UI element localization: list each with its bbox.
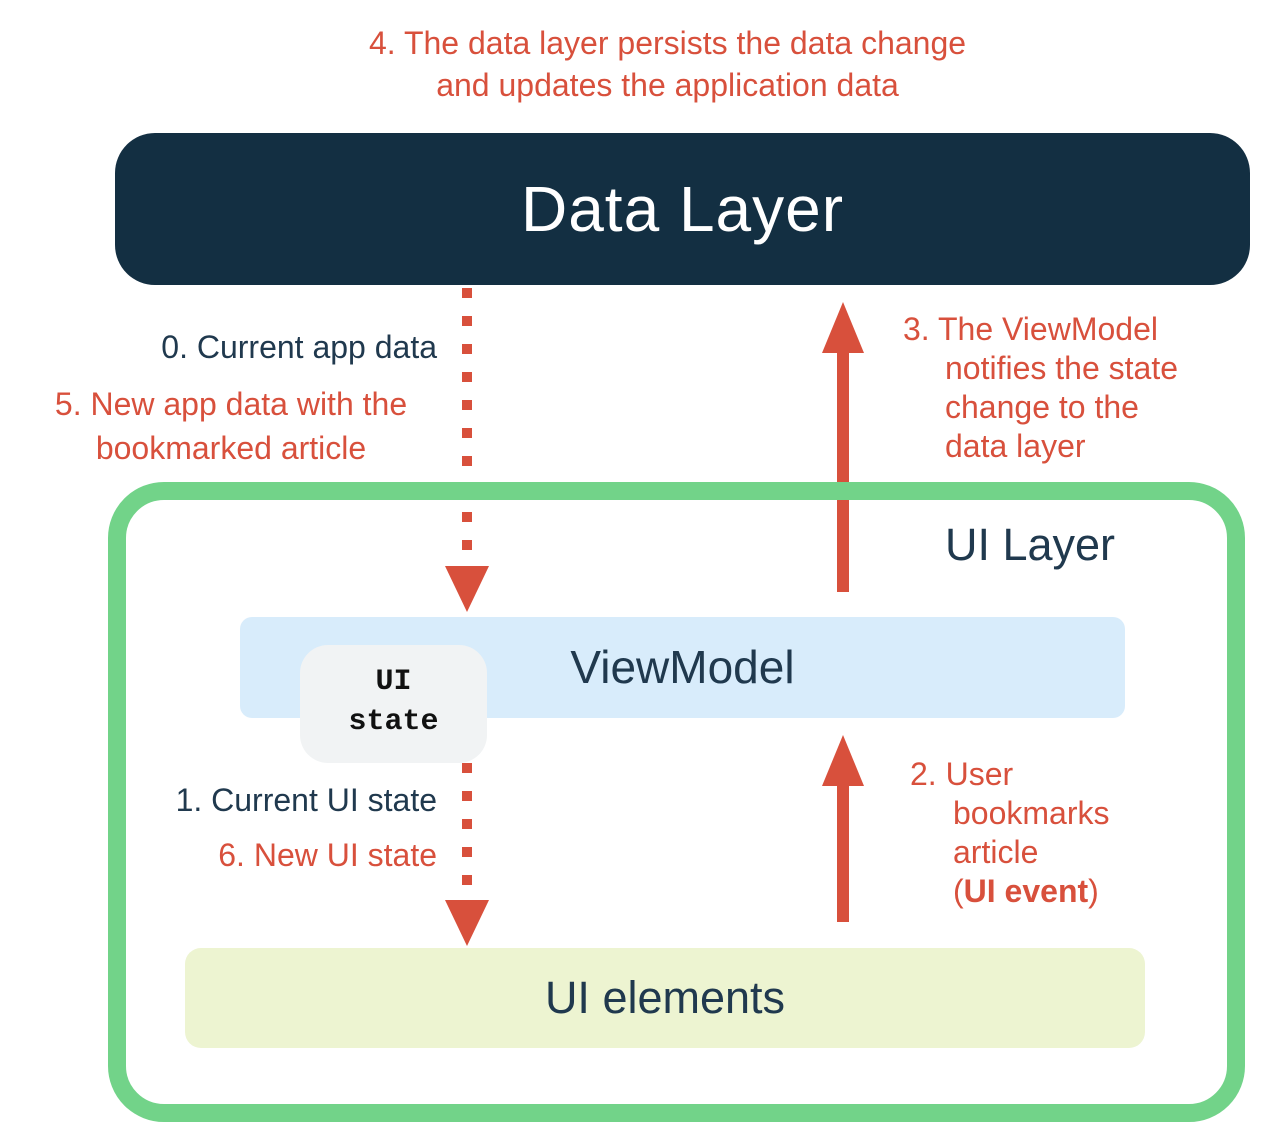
annotation-step2-paren-open: ( [953,873,964,909]
ui-state-chip: UI state [300,645,487,763]
annotation-step1: 1. Current UI state [175,782,437,818]
ui-elements-box: UI elements [185,948,1145,1048]
annotation-step6: 6. New UI state [218,837,437,873]
viewmodel-label: ViewModel [570,641,795,693]
annotation-step5-line2: bookmarked article [95,430,367,466]
annotation-step1-6: 1. Current UI state 6. New UI state [0,773,437,883]
arrow-up-shaft [837,350,849,592]
ui-layer-label: UI Layer [944,519,1116,570]
annotation-step2-paren-close: ) [1088,873,1099,909]
dotted-arrow-state-to-elements [462,763,472,901]
dotted-arrow-data-to-viewmodel [462,288,472,560]
ui-elements-label: UI elements [544,972,786,1023]
arrow-up-shaft [837,782,849,922]
annotation-step5-line1: 5. New app data with the [54,386,408,422]
arrow-down-head-icon [445,566,489,612]
arrow-up-head-icon [822,735,864,786]
ui-state-chip-line1: UI [375,665,412,699]
arrow-up-head-icon [822,302,864,353]
data-layer-box: Data Layer [115,133,1250,285]
annotation-step4-line2: and updates the application data [436,67,899,103]
annotation-step2-line3: article [953,834,1039,870]
annotation-step2-ui-event: UI event [963,873,1089,909]
annotation-step3-line2: notifies the state [945,350,1179,386]
annotation-step2-line2: bookmarks [953,795,1110,831]
annotation-step4-line1: 4. The data layer persists the data chan… [368,25,967,61]
annotation-step2-line4: (UI event) [953,872,1110,911]
annotation-step3: 3. The ViewModel notifies the state chan… [903,310,1178,466]
annotation-step2-line1: 2. User [910,756,1014,792]
annotation-step2: 2. User bookmarks article (UI event) [910,755,1110,911]
annotation-step3-line3: change to the [945,389,1139,425]
annotation-step5: 5. New app data with the bookmarked arti… [0,382,462,470]
data-layer-label: Data Layer [520,173,845,245]
annotation-step3-line4: data layer [945,428,1086,464]
ui-state-chip-line2: state [348,705,439,739]
ui-layer-box [108,482,1245,1122]
annotation-step3-line1: 3. The ViewModel [903,311,1158,347]
annotation-step4: 4. The data layer persists the data chan… [130,22,1205,106]
annotation-step0: 0. Current app data [161,329,437,365]
arrow-down-head-icon [445,900,489,946]
